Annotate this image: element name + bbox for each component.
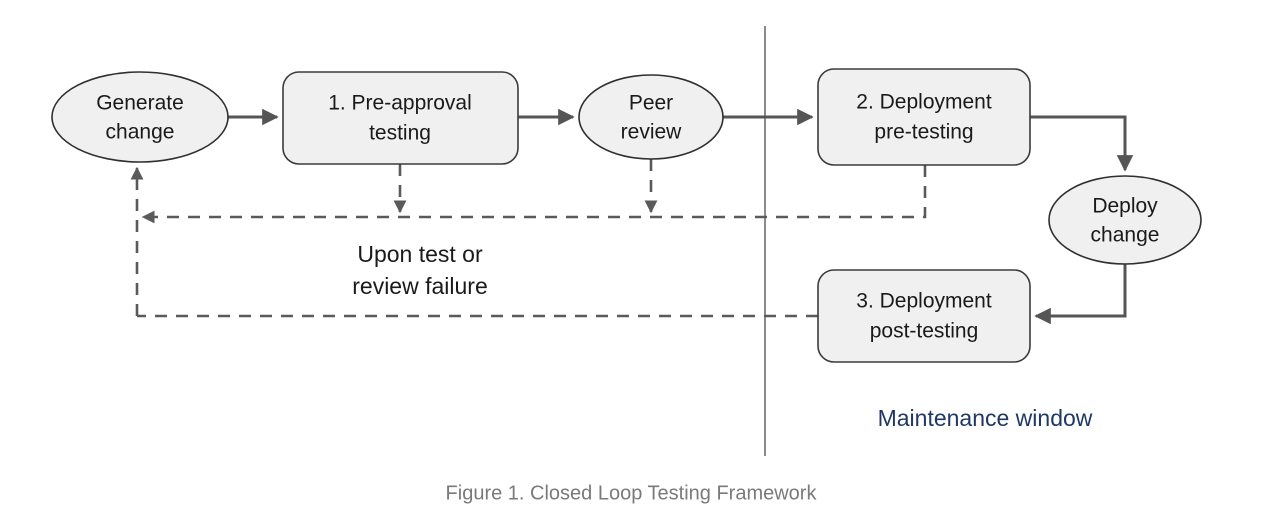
node-deploy-change[interactable]: Deploy change: [1048, 175, 1202, 265]
deploy-change-label-line2: change: [1091, 224, 1160, 247]
generate-change-label-line1: Generate: [96, 92, 184, 115]
edge-deployment-pre-testing-failure: [141, 165, 927, 224]
deployment-pre-testing-label-line2: pre-testing: [874, 121, 973, 144]
peer-review-label-line1: Peer: [629, 92, 673, 115]
deploy-change-ellipse: [1048, 175, 1202, 265]
node-deployment-post-testing[interactable]: 3. Deployment post-testing: [817, 269, 1031, 363]
failure-annotation-line1: Upon test or: [357, 241, 483, 267]
node-generate-change[interactable]: Generate change: [51, 71, 229, 163]
generate-change-label-line2: change: [106, 121, 175, 144]
maintenance-window-label: Maintenance window: [878, 405, 1093, 431]
deploy-change-label-line1: Deploy: [1092, 195, 1158, 218]
edge-deploy-change-to-deployment-post-testing: [1034, 264, 1127, 325]
figure-caption: Figure 1. Closed Loop Testing Framework: [446, 482, 818, 504]
deployment-pre-testing-label-line1: 2. Deployment: [856, 91, 992, 114]
deployment-pre-testing-box: [817, 68, 1031, 166]
node-pre-approval-testing[interactable]: 1. Pre-approval testing: [282, 71, 519, 165]
peer-review-label-line2: review: [621, 121, 683, 144]
edge-deployment-pre-testing-to-deploy-change: [1030, 115, 1134, 172]
pre-approval-testing-box: [282, 71, 519, 165]
node-deployment-pre-testing[interactable]: 2. Deployment pre-testing: [817, 68, 1031, 166]
deployment-post-testing-box: [817, 269, 1031, 363]
peer-review-ellipse: [578, 74, 724, 160]
deployment-post-testing-label-line2: post-testing: [870, 320, 979, 343]
generate-change-ellipse: [51, 71, 229, 163]
node-peer-review[interactable]: Peer review: [578, 74, 724, 160]
pre-approval-testing-label-line2: testing: [369, 122, 431, 145]
pre-approval-testing-label-line1: 1. Pre-approval: [328, 92, 472, 115]
deployment-post-testing-label-line1: 3. Deployment: [856, 290, 992, 313]
failure-annotation-line2: review failure: [352, 273, 488, 299]
